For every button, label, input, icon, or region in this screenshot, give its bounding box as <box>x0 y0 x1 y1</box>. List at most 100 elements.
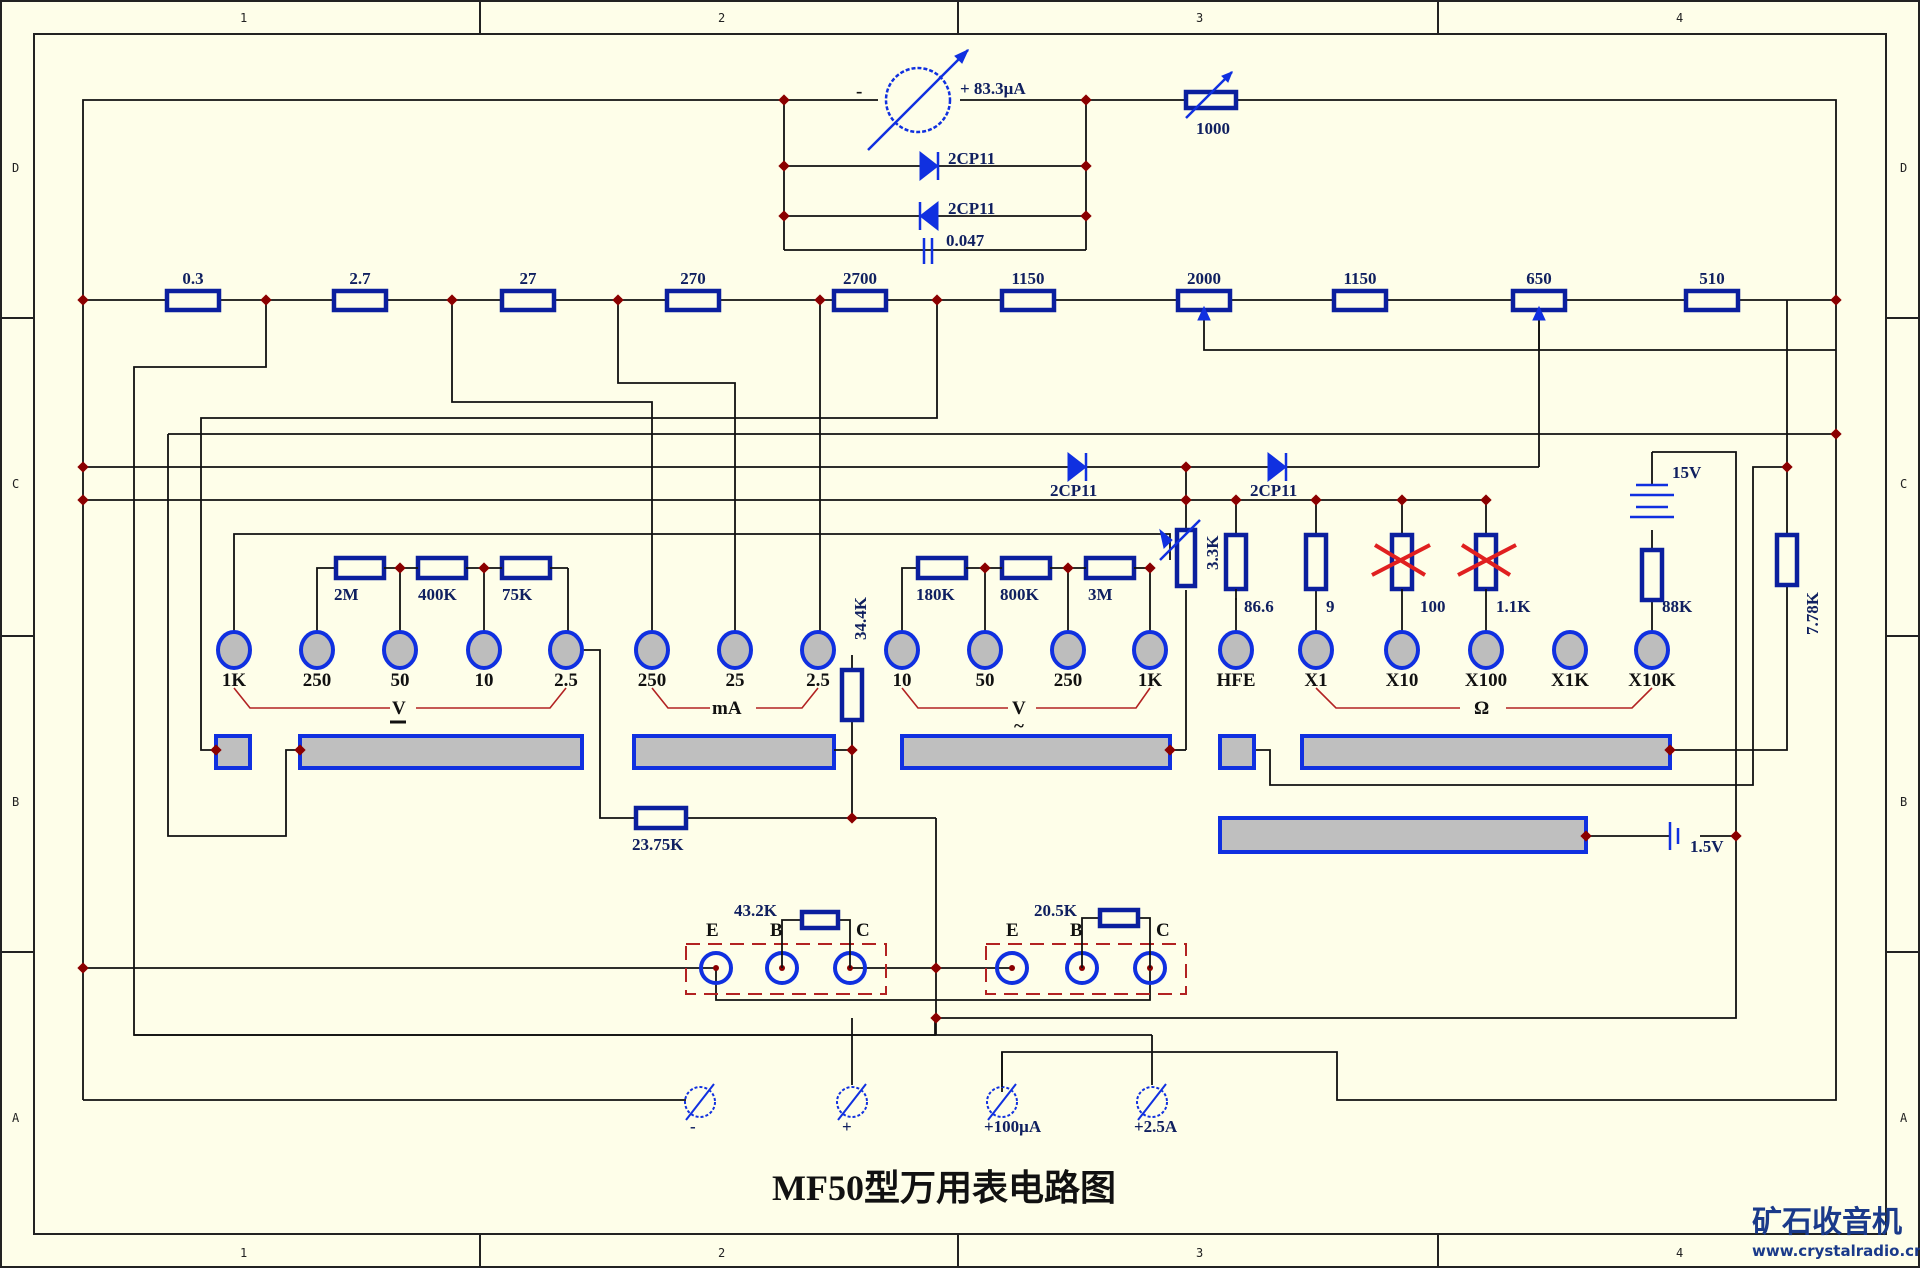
switch-contact[interactable] <box>1218 816 1588 854</box>
shunt-value: 270 <box>680 269 706 288</box>
junction-dot <box>210 744 222 756</box>
range-terminal[interactable]: 25 <box>717 630 753 691</box>
transistor-socket-1[interactable]: 43.2K E B C <box>685 901 887 995</box>
range-terminal[interactable]: X1K <box>1551 630 1589 691</box>
junction-dot <box>1580 830 1592 842</box>
junction-dot <box>77 494 89 506</box>
junction-dot <box>778 94 790 106</box>
zone-row-b: B <box>12 795 19 809</box>
range-terminal[interactable]: 50 <box>967 630 1003 691</box>
terminal-label: 50 <box>976 670 995 691</box>
zone-row-a-right: A <box>1900 1111 1908 1125</box>
range-terminal[interactable]: 2.5 <box>800 630 836 691</box>
junction-dot <box>446 294 458 306</box>
svg-text:1000: 1000 <box>1196 119 1230 138</box>
terminal-label: 25 <box>726 670 745 691</box>
shunt-value: 1150 <box>1011 269 1044 288</box>
shunt-value: 650 <box>1526 269 1552 288</box>
zone-row-d-right: D <box>1900 161 1907 175</box>
junction-dot <box>1080 94 1092 106</box>
shunt-resistor: 1150 <box>1331 269 1389 313</box>
junction-dot <box>612 294 624 306</box>
svg-text:75K: 75K <box>502 585 533 604</box>
range-terminal[interactable]: 250 <box>299 630 335 691</box>
junction-dot <box>1310 494 1322 506</box>
resistor-3-3k: 3.3K <box>1159 519 1222 589</box>
svg-text:3M: 3M <box>1088 585 1113 604</box>
range-groups: V mA V ~ Ω <box>233 687 1653 737</box>
junction-dot <box>1830 428 1842 440</box>
test-jack[interactable]: - <box>684 1083 716 1136</box>
junction-dot <box>1830 294 1842 306</box>
range-terminal[interactable]: 50 <box>382 630 418 691</box>
terminal-label: X10K <box>1628 670 1676 691</box>
zone-col-3: 3 <box>1196 11 1203 25</box>
test-jack[interactable]: +100μA <box>984 1083 1042 1136</box>
svg-text:86.6: 86.6 <box>1244 597 1274 616</box>
terminal-label: X10 <box>1386 670 1419 691</box>
terminal-label: HFE <box>1216 670 1255 691</box>
range-terminal[interactable]: X1 <box>1298 630 1334 691</box>
range-terminal[interactable]: 1K <box>1132 630 1168 691</box>
shunt-value: 27 <box>520 269 538 288</box>
switch-bars <box>214 734 1672 854</box>
svg-text:2CP11: 2CP11 <box>1250 481 1297 500</box>
junction-dot <box>1180 494 1192 506</box>
acv-resistors: 180K 800K 3M <box>915 555 1150 604</box>
svg-text:2CP11: 2CP11 <box>948 199 995 218</box>
terminal-label: X100 <box>1465 670 1507 691</box>
switch-contact[interactable] <box>1218 734 1256 770</box>
svg-text:C: C <box>856 920 870 941</box>
resistor-100-removed: 100 <box>1371 532 1446 650</box>
junction-dot <box>1396 494 1408 506</box>
test-jack[interactable]: +2.5A <box>1134 1083 1178 1136</box>
terminal-label: X1K <box>1551 670 1589 691</box>
switch-contact[interactable] <box>632 734 836 770</box>
group-dcv: V <box>392 698 406 719</box>
range-terminal[interactable]: 250 <box>1050 630 1086 691</box>
range-terminal[interactable]: 2.5 <box>548 630 584 691</box>
range-terminal[interactable]: 10 <box>466 630 502 691</box>
shunt-resistor: 270 <box>664 269 722 313</box>
transistor-socket-2[interactable]: 20.5K E B C <box>985 901 1187 995</box>
range-terminal[interactable]: X100 <box>1465 630 1507 691</box>
switch-contact[interactable] <box>214 734 252 770</box>
junctions <box>77 94 1842 1024</box>
watermark-url: www.crystalradio.cn <box>1752 1242 1920 1260</box>
junction-dot <box>931 294 943 306</box>
jack-label: - <box>690 1117 696 1136</box>
junction-dot <box>846 812 858 824</box>
range-terminal[interactable]: X10K <box>1628 630 1676 691</box>
test-jack[interactable]: + <box>836 1083 868 1136</box>
junction-dot <box>1144 562 1156 574</box>
terminal-label: 10 <box>893 670 912 691</box>
switch-contact[interactable] <box>298 734 584 770</box>
svg-text:C: C <box>1156 920 1170 941</box>
junction-dot <box>1664 744 1676 756</box>
range-terminal[interactable]: 10 <box>884 630 920 691</box>
switch-contact[interactable] <box>900 734 1172 770</box>
junction-dot <box>1080 210 1092 222</box>
zone-col-4-bottom: 4 <box>1676 1246 1683 1260</box>
junction-dot <box>814 294 826 306</box>
switch-contact[interactable] <box>1300 734 1672 770</box>
zone-col-2: 2 <box>718 11 725 25</box>
range-terminal[interactable]: 1K <box>216 630 252 691</box>
svg-text:3.3K: 3.3K <box>1203 535 1222 570</box>
zone-row-c: C <box>12 477 19 491</box>
range-terminal[interactable]: 250 <box>634 630 670 691</box>
svg-text:B: B <box>1070 920 1083 941</box>
terminal-label: 1K <box>222 670 247 691</box>
range-terminal[interactable]: HFE <box>1216 630 1256 691</box>
range-terminal[interactable]: X10 <box>1384 630 1420 691</box>
svg-text:2CP11: 2CP11 <box>1050 481 1097 500</box>
junction-dot <box>846 744 858 756</box>
junction-dot <box>77 461 89 473</box>
shunt-resistor: 2000 <box>1175 269 1233 313</box>
zone-col-2-bottom: 2 <box>718 1246 725 1260</box>
junction-dot <box>1062 562 1074 574</box>
junction-dot <box>979 562 991 574</box>
group-ohm: Ω <box>1474 698 1489 719</box>
resistor-23-75k: 23.75K <box>632 805 689 854</box>
